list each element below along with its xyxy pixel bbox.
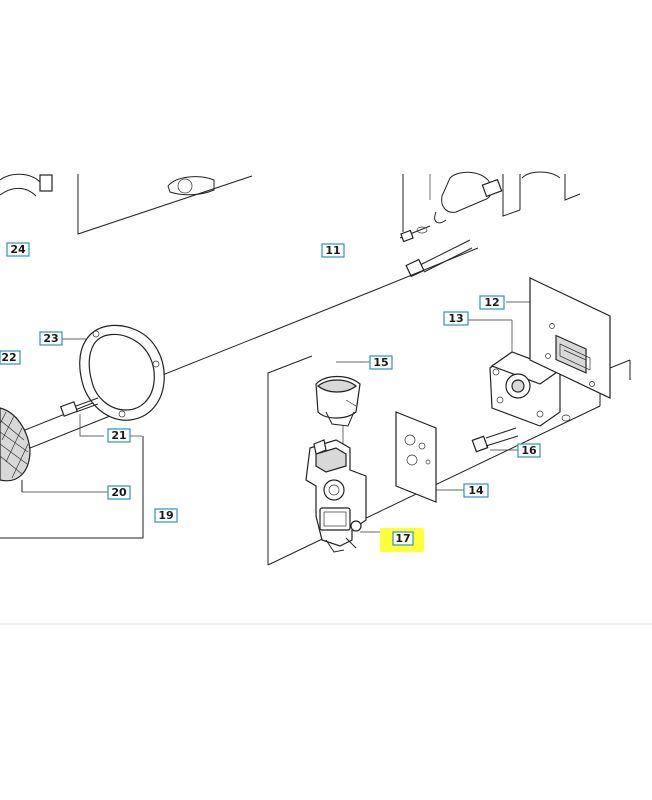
callout-label-13: 13 — [443, 311, 469, 326]
callout-label-12: 12 — [479, 295, 505, 310]
callout-label-24: 24 — [6, 242, 30, 257]
carburetor-17 — [305, 439, 394, 553]
svg-text:24: 24 — [10, 243, 26, 256]
intake-boot-15 — [315, 361, 364, 444]
callout-label-20: 20 — [107, 485, 131, 500]
callout-label-15: 15 — [369, 355, 393, 370]
upper-assembly-lines — [0, 171, 581, 278]
svg-text:11: 11 — [325, 244, 340, 257]
callout-label-11: 11 — [321, 243, 345, 258]
gasket-14 — [395, 411, 464, 503]
svg-text:12: 12 — [484, 296, 499, 309]
plate-12 — [506, 277, 611, 399]
callout-label-19: 19 — [154, 508, 178, 523]
intake-manifold-13 — [467, 319, 571, 427]
svg-text:23: 23 — [43, 332, 58, 345]
svg-text:19: 19 — [158, 509, 173, 522]
callout-label-22: 22 — [0, 350, 21, 365]
svg-text:21: 21 — [111, 429, 126, 442]
svg-text:15: 15 — [373, 356, 388, 369]
svg-text:13: 13 — [448, 312, 463, 325]
svg-text:14: 14 — [468, 484, 484, 497]
svg-text:16: 16 — [521, 444, 537, 457]
svg-text:20: 20 — [111, 486, 127, 499]
svg-text:22: 22 — [1, 351, 16, 364]
callout-label-23: 23 — [39, 331, 63, 346]
svg-text:17: 17 — [395, 532, 410, 545]
air-filter-fragment — [0, 407, 108, 493]
callout-label-21: 21 — [107, 428, 131, 443]
callout-label-17-highlighted: 17 — [380, 528, 424, 552]
screw-21 — [59, 397, 104, 437]
gasket-23 — [62, 324, 165, 421]
callout-label-16: 16 — [517, 443, 541, 458]
bolt-16 — [471, 427, 519, 453]
callout-label-14: 14 — [463, 483, 489, 498]
